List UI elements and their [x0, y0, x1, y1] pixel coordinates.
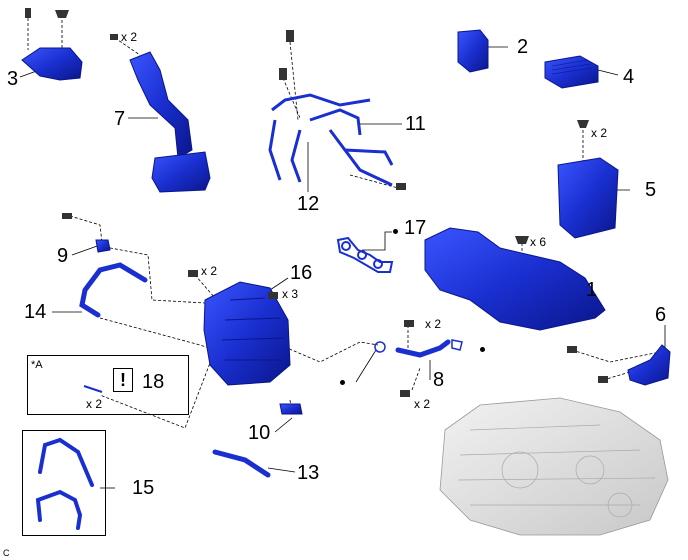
engine-illustration [439, 397, 669, 536]
part-15-hoses[interactable] [35, 437, 94, 530]
part-8-pipe[interactable] [395, 339, 451, 358]
reference-dot [480, 347, 485, 352]
figure-code: C [3, 548, 10, 558]
part-13-rod[interactable] [212, 449, 271, 478]
inset-box-label: *A [31, 359, 43, 371]
part-label-13[interactable]: 13 [297, 462, 320, 484]
bolt-icon [110, 34, 118, 40]
part-label-3[interactable]: 3 [7, 68, 19, 90]
part-18-tube [83, 385, 103, 393]
quantity-label: x 2 [591, 126, 608, 140]
part-label-14[interactable]: 14 [24, 301, 47, 323]
bolt-icon [567, 346, 608, 383]
bolt-icon [62, 213, 72, 219]
part-10-pipe[interactable] [279, 403, 303, 415]
part-label-1[interactable]: 1 [586, 279, 598, 301]
bolt-icon [25, 8, 69, 18]
bolt-icon [188, 270, 278, 299]
part-label-6[interactable]: 6 [655, 304, 667, 326]
part-label-18[interactable]: 18 [142, 371, 165, 393]
gasket-ring-icon [374, 339, 463, 353]
part-label-8[interactable]: 8 [433, 369, 445, 391]
part-7-duct[interactable] [129, 51, 211, 193]
part-3-bracket[interactable] [21, 47, 83, 81]
part-label-16[interactable]: 16 [290, 262, 313, 284]
part-14-hose[interactable] [79, 262, 148, 318]
part-1-cover[interactable] [424, 227, 606, 331]
part-17-gasket[interactable] [336, 236, 394, 273]
bolt-icon [577, 120, 589, 128]
part-label-7[interactable]: 7 [114, 108, 126, 130]
part-16-manifold[interactable] [203, 281, 291, 386]
part-4-filter[interactable] [544, 55, 599, 89]
part-label-12[interactable]: 12 [297, 193, 320, 215]
part-9-clip[interactable] [95, 239, 111, 253]
part-2-sensor[interactable] [457, 29, 489, 73]
bolt-icon [515, 236, 529, 244]
inset-box-15 [22, 430, 106, 536]
part-label-11[interactable]: 11 [405, 113, 426, 135]
bolt-icon [400, 320, 414, 397]
part-label-9[interactable]: 9 [57, 245, 69, 267]
inset-box-a [27, 355, 189, 415]
part-6-bracket[interactable] [627, 344, 671, 386]
part-label-5[interactable]: 5 [645, 179, 657, 201]
part-label-17[interactable]: 17 [404, 217, 427, 239]
reference-dot [393, 229, 398, 234]
quantity-label: x 2 [86, 397, 103, 411]
part-label-15[interactable]: 15 [132, 477, 155, 499]
caution-icon: ! [113, 368, 133, 392]
quantity-label: x 2 [414, 397, 431, 411]
part-11-wire-harness[interactable] [268, 93, 394, 187]
quantity-label: x 2 [201, 264, 218, 278]
quantity-label: x 2 [121, 30, 138, 44]
part-label-4[interactable]: 4 [623, 66, 635, 88]
quantity-label: x 2 [425, 317, 442, 331]
part-5-box[interactable] [557, 157, 619, 239]
bolt-icon [279, 30, 406, 190]
reference-dot [340, 380, 345, 385]
quantity-label: x 6 [530, 235, 547, 249]
part-label-10[interactable]: 10 [248, 422, 271, 444]
quantity-label: x 3 [282, 287, 299, 301]
part-label-2[interactable]: 2 [517, 36, 529, 58]
